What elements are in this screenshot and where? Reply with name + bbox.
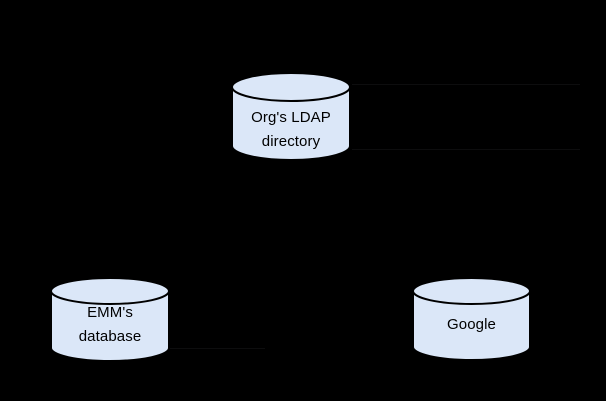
database-cylinder-icon — [231, 72, 351, 161]
cylinder-top — [231, 72, 351, 102]
node-orgs-ldap-directory: Org's LDAP directory — [231, 72, 351, 161]
node-emms-database: EMM's database — [50, 277, 170, 362]
cylinder-top — [50, 277, 170, 305]
node-label: Google — [447, 316, 496, 333]
database-cylinder-icon — [412, 277, 531, 361]
connector-line — [352, 149, 580, 150]
connector-line — [170, 348, 265, 349]
node-label: Org's LDAP directory — [251, 109, 331, 150]
connector-line — [352, 84, 580, 85]
database-cylinder-icon — [50, 277, 170, 362]
cylinder-top — [412, 277, 531, 305]
node-label: EMM's database — [78, 304, 142, 345]
node-google: Google — [412, 277, 531, 361]
